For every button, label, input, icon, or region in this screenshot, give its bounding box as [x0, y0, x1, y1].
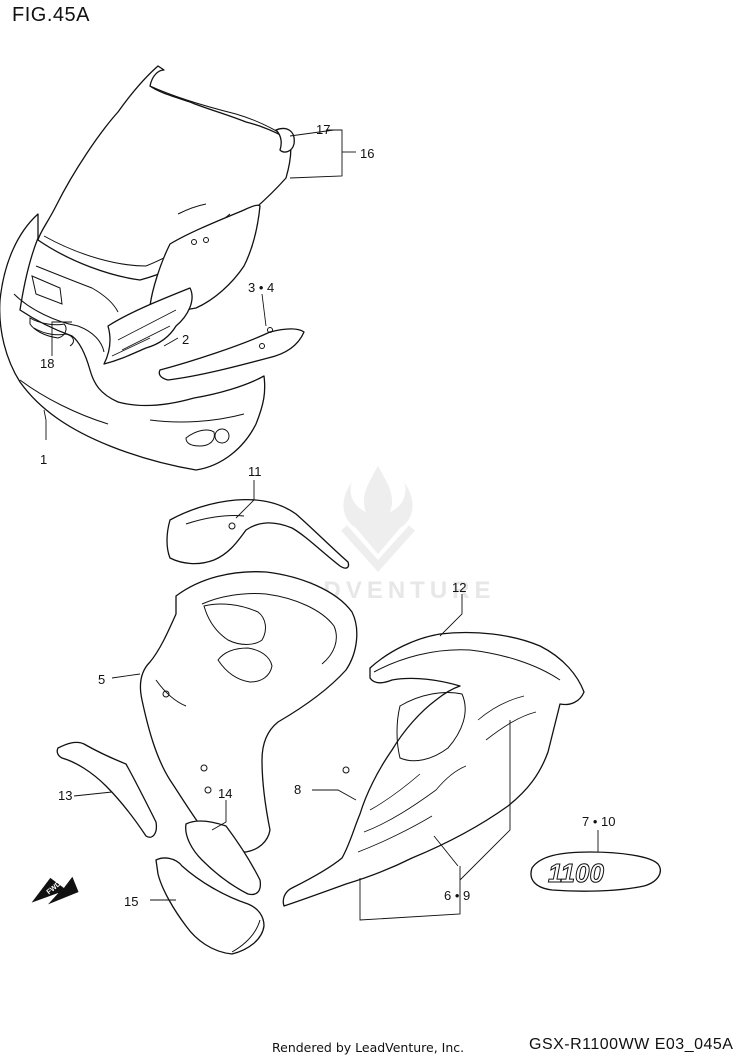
- callout-16: 16: [360, 146, 374, 161]
- upper-cowling-part[interactable]: [0, 213, 266, 471]
- figure-title: FIG.45A: [12, 4, 90, 26]
- flame-logo-icon: [341, 466, 415, 572]
- lower-cowling-part[interactable]: [282, 631, 585, 907]
- model-code: GSX-R1100WW E03_045A: [529, 1036, 734, 1053]
- callout-2: 2: [182, 332, 189, 347]
- callout-15: 15: [124, 894, 138, 909]
- callout-1: 1: [40, 452, 47, 467]
- bracket-part[interactable]: [158, 327, 305, 381]
- callout-11: 11: [248, 464, 262, 479]
- model-decal-part[interactable]: 1100: [530, 851, 661, 892]
- side-decal-part[interactable]: [103, 287, 193, 365]
- callout-12: 12: [452, 580, 466, 595]
- callout-13: 13: [58, 788, 72, 803]
- lower-fin-part[interactable]: [155, 857, 265, 955]
- middle-cowling-part[interactable]: [139, 571, 358, 853]
- inner-bracket-part[interactable]: [185, 820, 262, 896]
- leader-lines: [43, 129, 599, 921]
- callout-3-4: 3 • 4: [248, 280, 274, 295]
- callout-6-9: 6 • 9: [444, 888, 470, 903]
- windscreen-part[interactable]: [37, 65, 292, 281]
- callout-17: 17: [316, 122, 330, 137]
- callout-8: 8: [294, 782, 301, 797]
- callout-7-10: 7 • 10: [582, 814, 615, 829]
- side-reinforcement-part[interactable]: [56, 741, 158, 838]
- forward-arrow-icon: FWD: [31, 876, 79, 905]
- callout-labels: 16 17 3 • 4 2 18 1 11 12 5 8 13 14 7 • 1…: [40, 122, 615, 909]
- windscreen-trim-part[interactable]: [275, 127, 295, 153]
- callout-14: 14: [218, 786, 232, 801]
- callout-18: 18: [40, 356, 54, 371]
- callout-5: 5: [98, 672, 105, 687]
- rendered-by-credit: Rendered by LeadVenture, Inc.: [272, 1040, 465, 1055]
- model-decal-text: 1100: [548, 858, 604, 888]
- under-panel-part[interactable]: [166, 498, 350, 569]
